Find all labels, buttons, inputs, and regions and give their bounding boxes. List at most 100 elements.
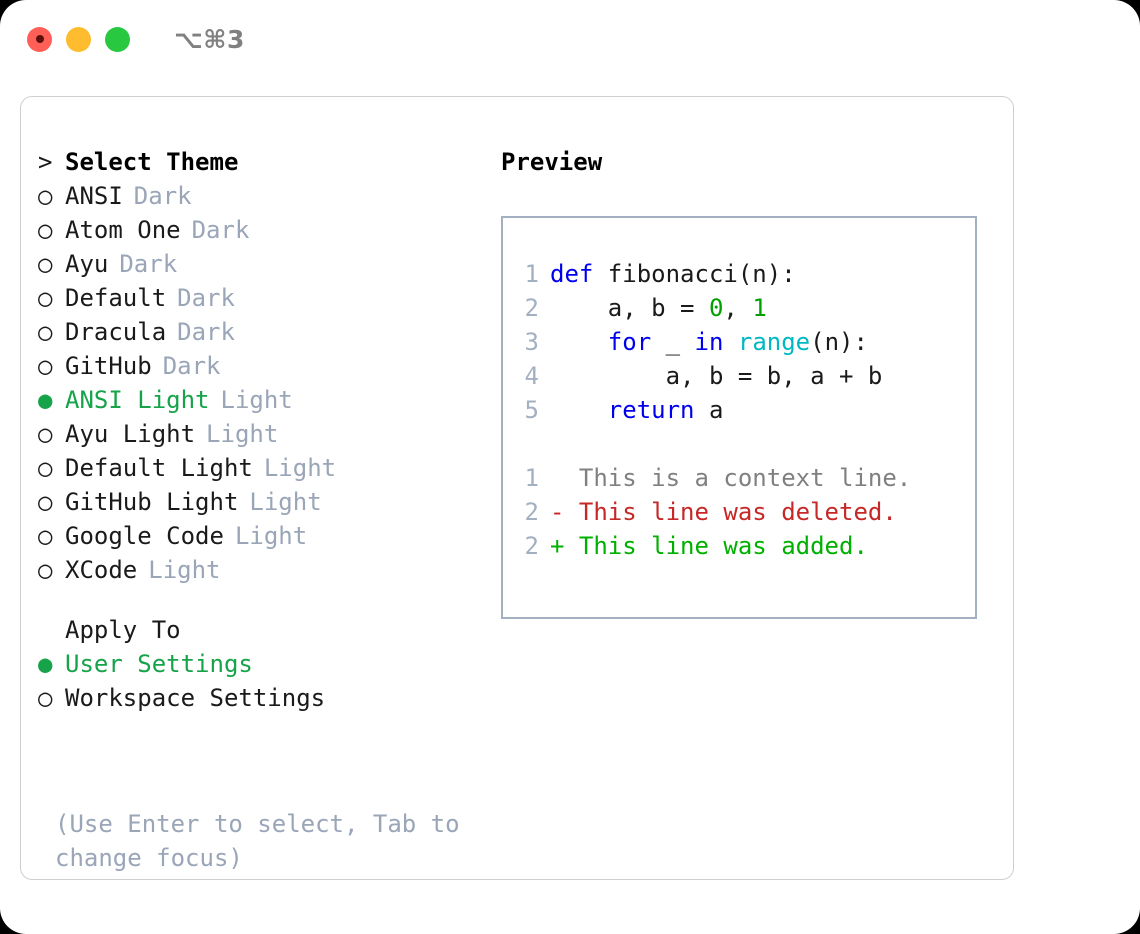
diff-line: 2- This line was deleted. xyxy=(515,495,971,529)
code-token: fibonacci(n): xyxy=(593,260,796,288)
line-number: 3 xyxy=(524,328,539,356)
theme-list-item[interactable]: ○ GitHub Light Light xyxy=(38,485,488,519)
line-number: 2 xyxy=(524,498,539,526)
apply-to-header: Apply To xyxy=(38,613,488,647)
code-token: 1 xyxy=(752,294,767,322)
code-line: 5 return a xyxy=(515,393,971,427)
radio-unselected-icon: ○ xyxy=(38,318,53,346)
preview-title: Preview xyxy=(501,148,603,176)
radio-unselected-icon: ○ xyxy=(38,684,53,712)
radio-unselected-icon: ○ xyxy=(38,556,53,584)
line-number: 4 xyxy=(524,362,539,390)
code-token: def xyxy=(550,260,594,288)
radio-unselected-icon: ○ xyxy=(38,250,53,278)
code-token: _ xyxy=(651,328,695,356)
radio-selected-icon: ● xyxy=(38,386,53,414)
theme-list-item[interactable]: ○ Ayu Light Light xyxy=(38,417,488,451)
diff-sign: + xyxy=(550,532,565,560)
theme-picker-title: Select Theme xyxy=(65,148,239,176)
code-token: a xyxy=(694,396,724,424)
theme-list-item[interactable]: ○ Google Code Light xyxy=(38,519,488,553)
diff-text: This line was deleted. xyxy=(564,498,897,526)
theme-variant-tag: Dark xyxy=(177,318,235,346)
code-token xyxy=(723,328,737,356)
diff-text: This is a context line. xyxy=(564,464,912,492)
theme-variant-tag: Dark xyxy=(119,250,178,278)
line-number: 5 xyxy=(524,396,539,424)
theme-list-item[interactable]: ○ GitHub Dark xyxy=(38,349,488,383)
theme-variant-tag: Light xyxy=(148,556,221,584)
theme-label: Default Light xyxy=(65,454,253,482)
line-number: 2 xyxy=(524,294,539,322)
theme-variant-tag: Light xyxy=(220,386,293,414)
theme-variant-tag: Dark xyxy=(162,352,221,380)
apply-to-spacer-icon xyxy=(38,613,65,647)
code-token: 0 xyxy=(708,294,724,322)
code-token: return xyxy=(607,396,695,424)
theme-variant-tag: Light xyxy=(249,488,322,516)
radio-unselected-icon: ○ xyxy=(38,522,53,550)
code-line: 3 for _ in range(n): xyxy=(515,325,971,359)
theme-label: Ayu xyxy=(65,250,109,278)
radio-unselected-icon: ○ xyxy=(38,216,53,244)
theme-label: Google Code xyxy=(65,522,224,550)
theme-label: GitHub Light xyxy=(65,488,239,516)
theme-list-item[interactable]: ● ANSI Light Light xyxy=(38,383,488,417)
diff-sample: 1 This is a context line.2- This line wa… xyxy=(515,461,971,563)
theme-variant-tag: Dark xyxy=(177,284,235,312)
theme-variant-tag: Light xyxy=(206,420,279,448)
theme-picker-header: > Select Theme xyxy=(38,145,488,179)
radio-unselected-icon: ○ xyxy=(38,182,53,210)
radio-selected-icon: ● xyxy=(38,650,53,678)
apply-to-label: User Settings xyxy=(65,650,253,678)
line-number: 1 xyxy=(524,260,539,288)
theme-variant-tag: Light xyxy=(234,522,308,550)
code-token: in xyxy=(694,328,724,356)
theme-label: GitHub xyxy=(65,352,152,380)
code-token: , xyxy=(723,294,753,322)
prompt-caret-icon: > xyxy=(38,148,53,176)
line-number: 1 xyxy=(524,464,539,492)
radio-unselected-icon: ○ xyxy=(38,420,53,448)
code-token: a, b = b, a + b xyxy=(550,362,883,390)
code-line: 1 def fibonacci(n): xyxy=(515,257,971,291)
maximize-button[interactable] xyxy=(105,26,130,52)
diff-sign: - xyxy=(550,498,565,526)
apply-to-label: Workspace Settings xyxy=(65,684,326,712)
code-token xyxy=(550,396,608,424)
traffic-lights xyxy=(27,26,130,52)
theme-variant-tag: Dark xyxy=(191,216,250,244)
theme-list-item[interactable]: ○ Ayu Dark xyxy=(38,247,488,281)
theme-label: Ayu Light xyxy=(65,420,196,448)
code-token: for xyxy=(607,328,652,356)
apply-to-option[interactable]: ○ Workspace Settings xyxy=(38,681,488,715)
radio-unselected-icon: ○ xyxy=(38,488,53,516)
keyboard-hint: (Use Enter to select, Tab to change focu… xyxy=(55,810,460,872)
line-number: 2 xyxy=(524,532,539,560)
radio-unselected-icon: ○ xyxy=(38,284,53,312)
theme-label: ANSI Light xyxy=(65,386,210,414)
apply-to-option[interactable]: ● User Settings xyxy=(38,647,488,681)
radio-unselected-icon: ○ xyxy=(38,352,53,380)
theme-label: ANSI xyxy=(65,182,123,210)
diff-line: 1 This is a context line. xyxy=(515,461,971,495)
theme-list-item[interactable]: ○ Atom One Dark xyxy=(38,213,488,247)
code-token: range xyxy=(737,328,811,356)
minimize-button[interactable] xyxy=(66,26,91,52)
theme-label: Atom One xyxy=(65,216,181,244)
close-button[interactable] xyxy=(27,26,52,52)
theme-variant-tag: Light xyxy=(263,454,337,482)
code-line: 2 a, b = 0, 1 xyxy=(515,291,971,325)
